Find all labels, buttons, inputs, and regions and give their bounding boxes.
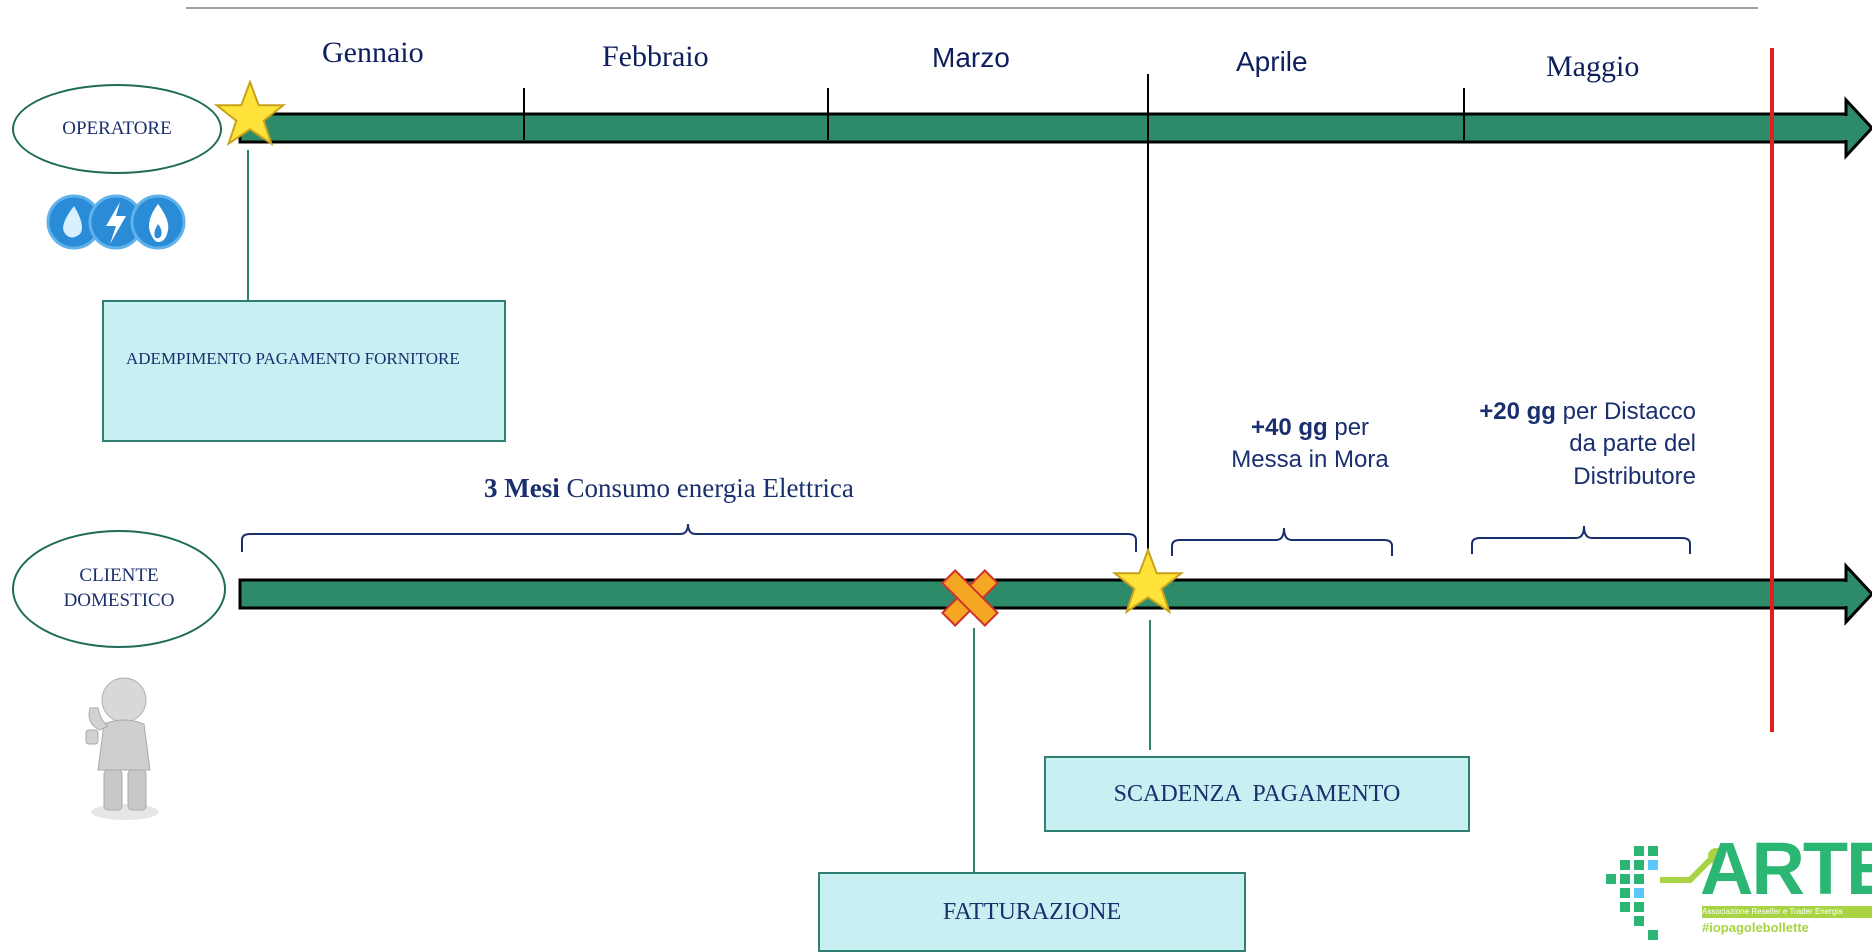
distacco-brace (1471, 525, 1691, 554)
operator-timeline-arrow (238, 96, 1872, 160)
mora-brace (1171, 527, 1393, 556)
consumo-brace (241, 523, 1137, 552)
utility-icons (46, 194, 186, 250)
fatturazione-text: FATTURAZIONE (942, 898, 1122, 925)
arte-logo-wordmark: ARTE (1700, 827, 1872, 910)
fatturazione-cross-icon (941, 569, 999, 627)
client-timeline-arrow (238, 562, 1872, 626)
adempimento-box: ADEMPIMENTO PAGAMENTO FORNITORE (102, 300, 506, 442)
adempimento-text: ADEMPIMENTO PAGAMENTO FORNITORE (126, 349, 460, 368)
distacco-note: +20 gg per Distacco da parte del Distrib… (1479, 398, 1696, 490)
month-marzo: Marzo (932, 42, 1010, 73)
mora-note: +40 gg per Messa in Mora (1231, 414, 1389, 474)
person-thumbs-up-icon (85, 677, 159, 820)
arte-logo (1606, 846, 1724, 940)
month-gennaio: Gennaio (322, 36, 424, 69)
fatturazione-box: FATTURAZIONE (818, 872, 1246, 952)
operator-star-icon (213, 79, 287, 147)
arte-logo-hashtag: #iopagolebollette (1702, 920, 1809, 935)
operatore-label: OPERATORE (12, 84, 222, 174)
consumo-note: 3 Mesi Consumo energia Elettrica (484, 473, 854, 503)
scadenza-star-icon (1111, 547, 1185, 615)
scadenza-pagamento-box: SCADENZA PAGAMENTO (1044, 756, 1470, 832)
arte-logo-subtitle: Associazione Reseller e Trader Energia (1702, 906, 1872, 918)
month-febbraio: Febbraio (602, 40, 709, 73)
month-aprile: Aprile (1236, 46, 1308, 77)
scadenza-text: SCADENZA PAGAMENTO (1113, 780, 1401, 807)
month-maggio: Maggio (1546, 50, 1640, 83)
